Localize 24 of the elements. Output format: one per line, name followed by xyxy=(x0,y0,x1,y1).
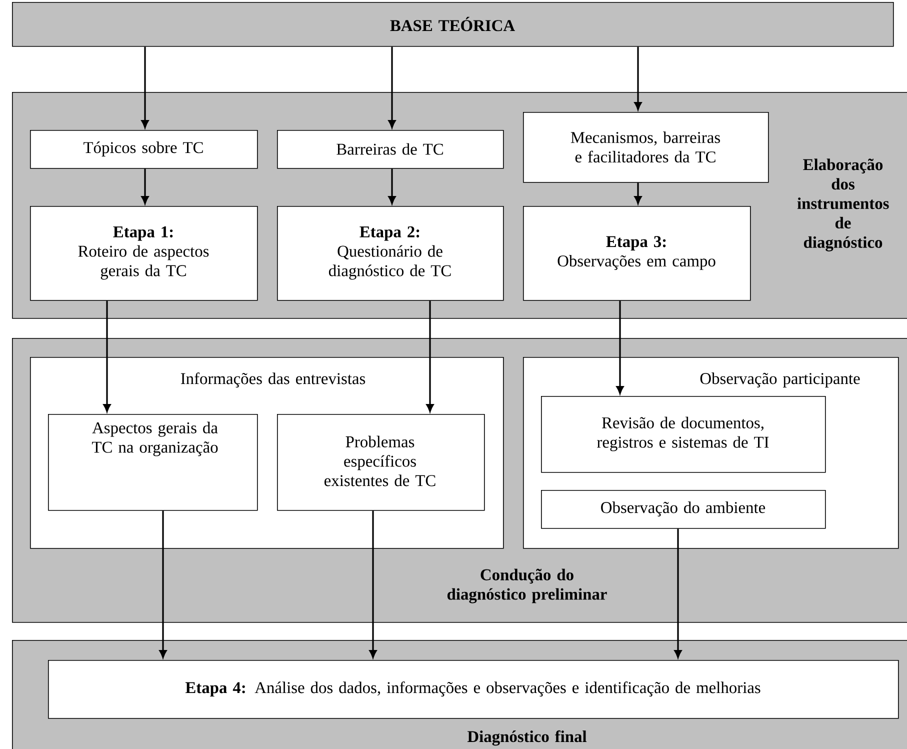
arrow xyxy=(141,168,149,204)
result-box: Revisão de documentos, registros e sistemas de TI xyxy=(541,396,826,473)
step-box: Etapa 1: Roteiro de aspectos gerais da TC xyxy=(30,206,258,301)
arrow xyxy=(141,46,149,128)
arrow xyxy=(369,510,377,658)
arrow xyxy=(426,300,434,412)
topic-box: Tópicos sobre TC xyxy=(30,130,258,169)
step-box: Etapa 2: Questionário de diagnóstico de TC xyxy=(277,206,504,301)
title-box: BASE TEÓRICA xyxy=(12,2,894,47)
arrow xyxy=(634,182,642,204)
arrow xyxy=(159,510,167,658)
arrow xyxy=(634,46,642,110)
arrow xyxy=(616,300,624,394)
result-box: Problemas específicos existentes de TC xyxy=(277,414,485,511)
arrow xyxy=(388,46,396,128)
result-box: Observação do ambiente xyxy=(541,490,826,529)
arrow xyxy=(388,168,396,204)
result-box: Aspectos gerais da TC na organização xyxy=(48,414,258,511)
step-box: Etapa 3: Observações em campo xyxy=(523,206,751,301)
topic-box: Barreiras de TC xyxy=(277,130,504,169)
step-box: Etapa 4: Análise dos dados, informações e observações e identificação de melhorias xyxy=(48,660,899,719)
arrow xyxy=(674,528,682,658)
arrow xyxy=(103,300,111,412)
topic-box: Mecanismos, barreiras e facilitadores da TC xyxy=(523,112,769,183)
